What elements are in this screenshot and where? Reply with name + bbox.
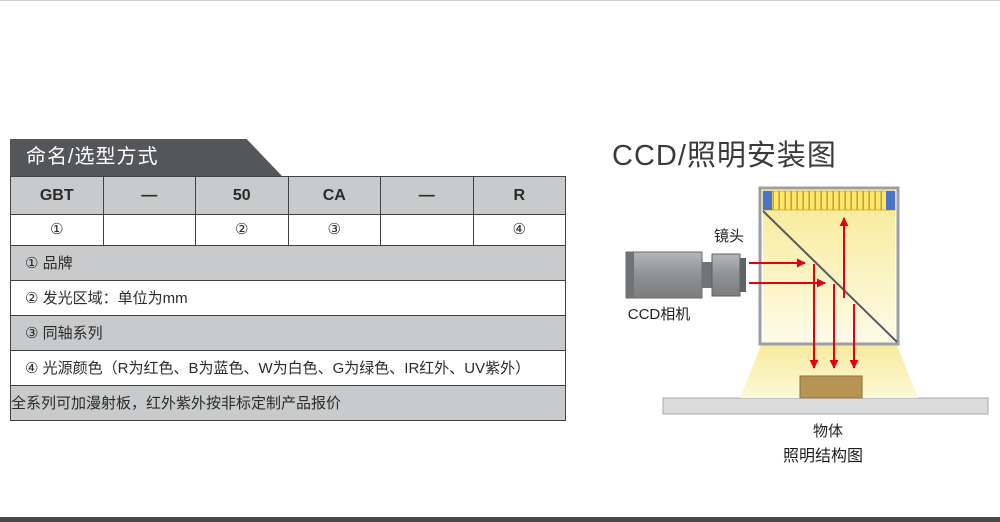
diagram-caption: 照明结构图 [782, 448, 863, 465]
spec-row-color: ④ 光源颜色（R为红色、B为蓝色、W为白色、G为绿色、IR红外、UV紫外） [11, 350, 565, 385]
spec-row-brand: ① 品牌 [11, 245, 565, 280]
number-cell [102, 215, 195, 245]
number-cell: ① [11, 215, 103, 245]
number-cell: ③ [287, 215, 380, 245]
object-rect [799, 375, 863, 399]
strip-end-right [886, 191, 895, 210]
lens-mount [702, 262, 712, 288]
table-surface [662, 397, 989, 415]
lens-label: 镜头 [713, 228, 744, 245]
top-rule [0, 0, 1000, 1]
lens-barrel [711, 253, 741, 297]
code-cell: GBT [11, 177, 103, 214]
spec-row-series: ③ 同轴系列 [11, 315, 565, 350]
diagram-drawing [625, 186, 989, 415]
selection-table: GBT — 50 CA — R ① ② ③ ④ ① 品牌 ② 发光区域：单位为m… [10, 176, 566, 421]
installation-diagram: 镜头 CCD相机 物体 照明结构图 [608, 180, 993, 480]
section-banner-title: 命名/选型方式 [26, 146, 159, 168]
code-cell: — [380, 177, 473, 214]
camera-label: CCD相机 [627, 306, 691, 323]
beamsplitter-line [762, 210, 898, 343]
table-footer-note: 全系列可加漫射板，红外紫外按非标定制产品报价 [11, 385, 565, 420]
number-cell [380, 215, 473, 245]
code-cell: — [102, 177, 195, 214]
bottom-rule [0, 517, 1000, 522]
diagram-title: CCD/照明安装图 [612, 140, 837, 172]
table-number-row: ① ② ③ ④ [11, 214, 565, 245]
camera-body [625, 251, 703, 299]
table-code-row: GBT — 50 CA — R [11, 177, 565, 214]
led-strip [762, 190, 896, 211]
strip-end-left [763, 191, 772, 210]
number-cell: ② [195, 215, 288, 245]
camera-back-cap [626, 252, 634, 298]
code-cell: CA [287, 177, 380, 214]
object-label: 物体 [812, 423, 843, 440]
section-banner: 命名/选型方式 [10, 139, 282, 176]
lens-front-ring [740, 258, 746, 292]
code-cell: 50 [195, 177, 288, 214]
number-cell: ④ [472, 215, 565, 245]
light-glow [740, 343, 918, 398]
spec-row-area: ② 发光区域：单位为mm [11, 280, 565, 315]
light-path-arrows [749, 217, 859, 369]
code-cell: R [472, 177, 565, 214]
